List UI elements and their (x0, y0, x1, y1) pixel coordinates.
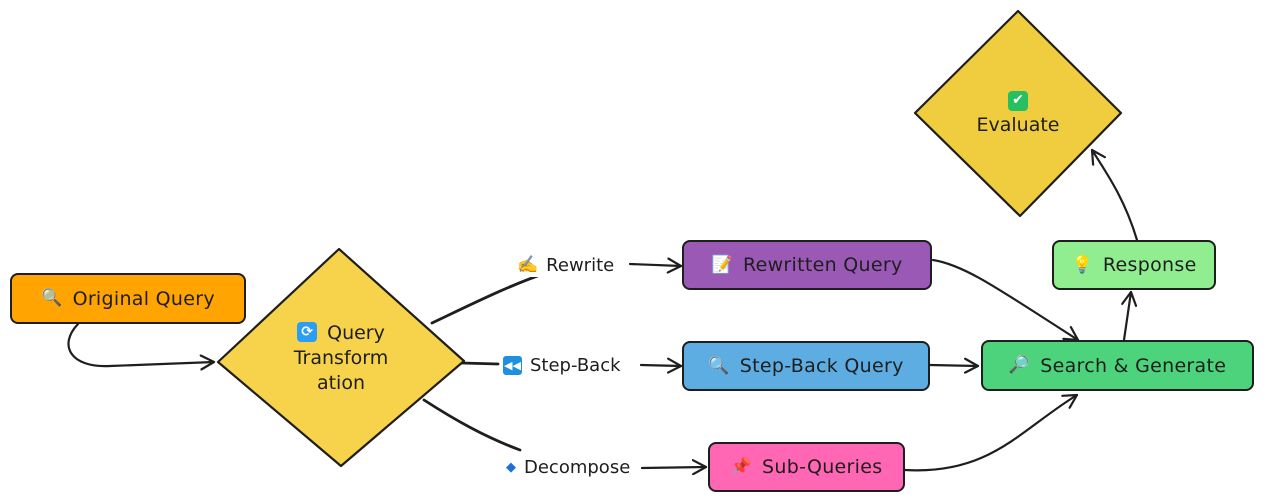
writing-hand-icon: ✍️ (517, 255, 539, 275)
sub-queries-node[interactable]: 📌 Sub-Queries (708, 442, 905, 492)
evaluate-diamond-shape (913, 9, 1123, 218)
step-back-query-label: Step-Back Query (739, 355, 904, 377)
magnifier-icon: 🔎 (1008, 355, 1031, 375)
diamond-shape-fill (216, 247, 466, 468)
edge-transform-to-rewrite-label (430, 271, 548, 325)
rewrite-label: Rewrite (546, 254, 615, 276)
search-icon: 🔍 (708, 355, 730, 376)
blue-diamond-icon: ◆ (506, 459, 516, 475)
rewind-icon: ◀◀ (503, 355, 522, 375)
edge-stepback-label-to-stepback (639, 365, 683, 366)
step-back-edge-label: ◀◀ Step-Back (503, 353, 621, 377)
evaluate-diamond-fill (913, 9, 1123, 218)
query-transformation-line1: Query (327, 321, 385, 344)
diamond-shape (216, 247, 466, 468)
edge-stepback-to-search (928, 365, 980, 366)
edge-decompose-label-to-subqueries (640, 467, 708, 468)
evaluate-content: ✔ Evaluate (912, 9, 1124, 219)
rewritten-query-label: Rewritten Query (742, 254, 903, 276)
response-node[interactable]: 💡 Response (1052, 240, 1216, 290)
search-generate-node[interactable]: 🔎 Search & Generate (981, 340, 1254, 391)
edge-rewritten-to-search (931, 258, 1080, 342)
original-query-node[interactable]: 🔍 Original Query (10, 273, 246, 324)
rewrite-edge-label: ✍️ Rewrite (517, 253, 615, 277)
edge-response-to-evaluate (1090, 148, 1139, 242)
query-transformation-node[interactable]: ⟳ Query Transform ation (215, 247, 467, 469)
check-mark-icon: ✔ (1008, 90, 1028, 111)
memo-icon: 📝 (711, 254, 733, 275)
edge-search-to-response (1124, 290, 1131, 342)
step-back-label: Step-Back (530, 354, 621, 376)
search-icon: 🔍 (41, 288, 63, 308)
query-transformation-content: ⟳ Query Transform ation (215, 247, 467, 469)
evaluate-label: Evaluate (976, 113, 1060, 136)
sub-queries-label: Sub-Queries (762, 456, 883, 478)
query-transformation-line2: Transform (293, 346, 389, 369)
pushpin-icon: 📌 (730, 456, 753, 477)
lightbulb-icon: 💡 (1071, 254, 1093, 275)
original-query-label: Original Query (72, 287, 215, 310)
refresh-icon: ⟳ (297, 322, 318, 342)
evaluate-node[interactable]: ✔ Evaluate (912, 9, 1124, 219)
step-back-query-node[interactable]: 🔍 Step-Back Query (682, 341, 930, 391)
edge-subqueries-to-search (903, 393, 1079, 472)
rewritten-query-node[interactable]: 📝 Rewritten Query (682, 240, 932, 290)
edge-transform-to-stepback-label (460, 361, 500, 366)
edge-rewrite-label-to-rewritten (628, 264, 683, 266)
query-transformation-line3: ation (316, 371, 366, 394)
decompose-edge-label: ◆ Decompose (506, 455, 631, 479)
decompose-label: Decompose (524, 456, 631, 478)
edge-original-to-transform (67, 322, 216, 366)
response-label: Response (1102, 254, 1197, 276)
edge-transform-to-decompose-label (422, 398, 522, 452)
search-generate-label: Search & Generate (1040, 354, 1227, 377)
